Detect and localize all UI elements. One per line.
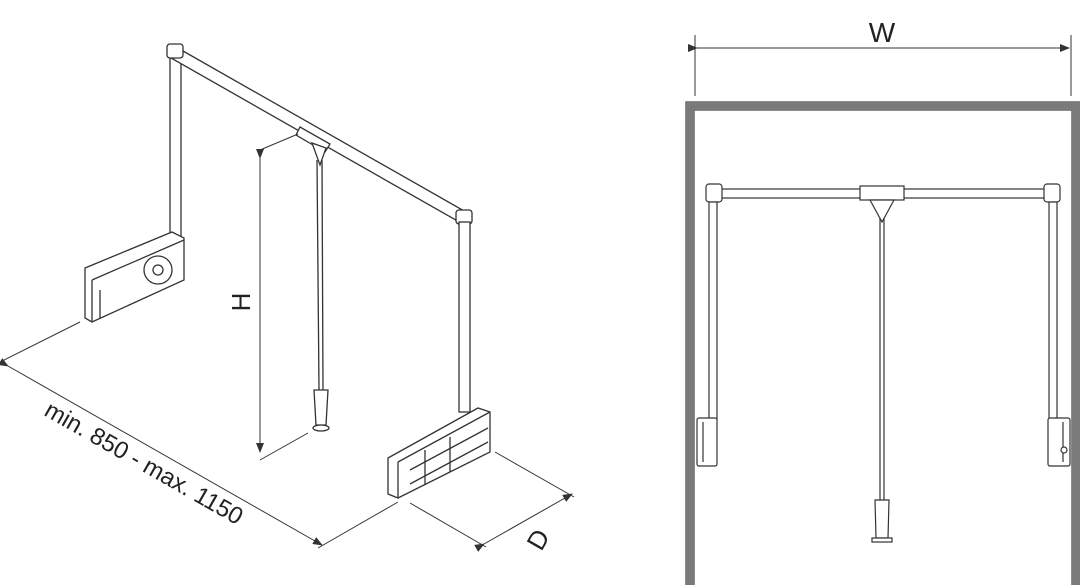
front-left-cap (705, 183, 723, 203)
width-range-label: min. 850 - max. 1150 (40, 396, 248, 530)
front-rod-handle (874, 499, 890, 539)
front-left-mechanism (696, 417, 718, 467)
right-post (458, 221, 471, 413)
rod-handle (313, 389, 329, 426)
right-mechanism (387, 407, 491, 499)
front-right-post (1048, 201, 1058, 421)
front-left-post (708, 201, 718, 421)
width-range-dimension (0, 321, 399, 549)
height-label: H (226, 293, 256, 312)
depth-dimension (409, 451, 575, 552)
rail (170, 46, 467, 224)
rod-bracket (310, 141, 327, 167)
front-right-cap (1043, 183, 1061, 203)
pull-rod (316, 159, 320, 391)
front-right-mechanism (1047, 417, 1071, 467)
left-mechanism (84, 231, 185, 323)
isometric-view (84, 43, 491, 499)
left-post (169, 51, 182, 248)
width-dimension (688, 35, 1072, 96)
width-label: W (869, 17, 896, 48)
front-rod-bracket (868, 199, 896, 224)
height-dimension (256, 133, 309, 461)
left-cap (166, 43, 184, 59)
depth-label: D (521, 524, 556, 555)
front-view (685, 101, 1080, 585)
